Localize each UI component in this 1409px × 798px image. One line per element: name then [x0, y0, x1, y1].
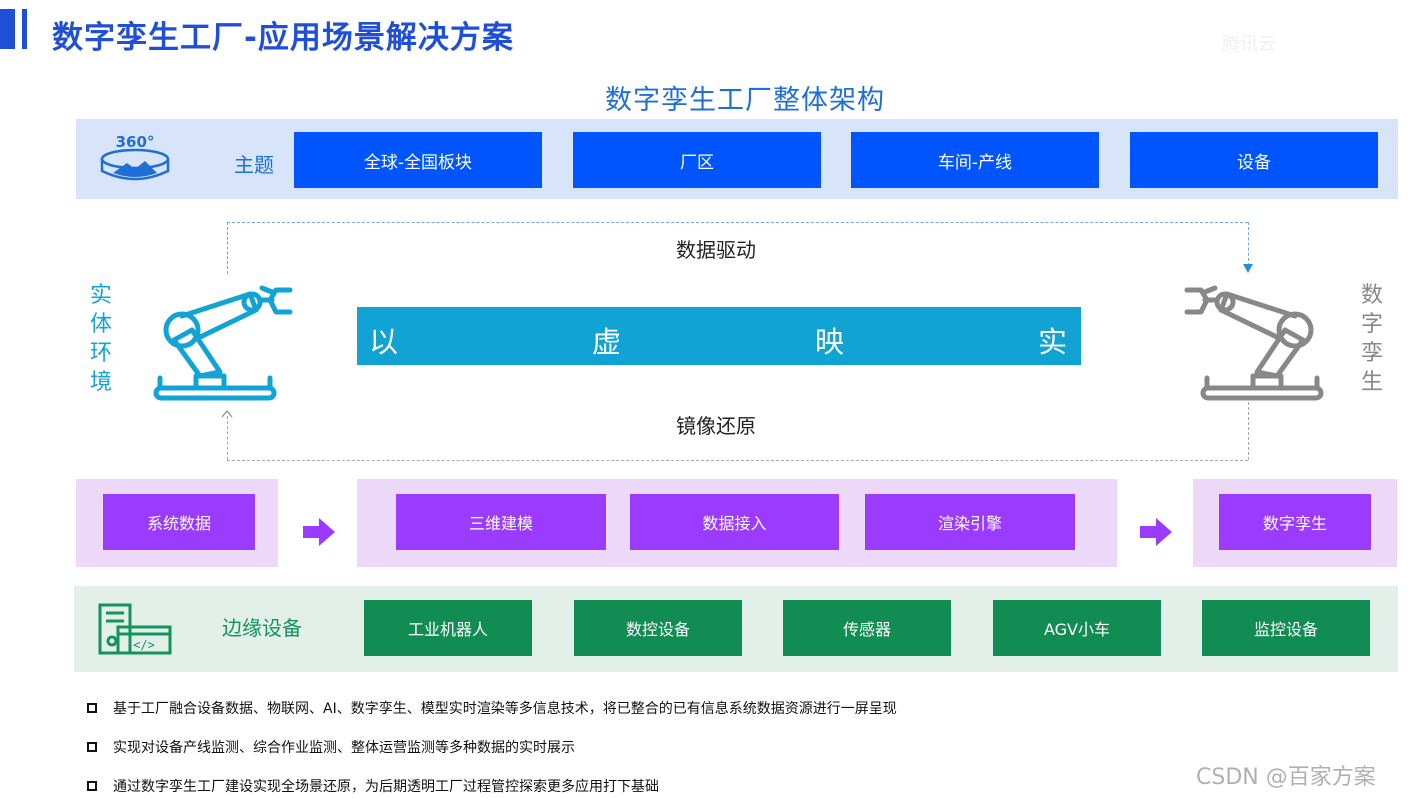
robot-arm-icon [152, 280, 297, 404]
theme-item-workshop[interactable]: 车间-产线 [851, 132, 1099, 188]
mirror-line-right [1248, 402, 1249, 460]
mirror-restore-label: 镜像还原 [676, 414, 756, 438]
virtual-reflect-real-banner: 以 虚 映 实 [357, 307, 1081, 365]
system-data-button[interactable]: 系统数据 [103, 494, 255, 550]
device-agv[interactable]: AGV小车 [993, 600, 1161, 656]
digital-twin-vertical-label: 数 字 孪 生 [1360, 283, 1383, 395]
arrow-up-icon [221, 407, 233, 419]
bullet-item: 通过数字孪生工厂建设实现全场景还原，为后期透明工厂过程管控探索更多应用打下基础 [87, 776, 659, 796]
robot-arm-twin-icon [1180, 280, 1325, 404]
device-cnc[interactable]: 数控设备 [574, 600, 742, 656]
banner-char-4: 实 [1038, 325, 1068, 359]
checkbox-square-icon [87, 742, 97, 752]
device-industrial-robot[interactable]: 工业机器人 [364, 600, 532, 656]
watermark-top: 腾讯云 [1222, 34, 1276, 55]
physical-environment-label: 实 体 环 境 [89, 283, 112, 395]
3d-modeling-button[interactable]: 三维建模 [396, 494, 606, 550]
mirror-line [227, 460, 1248, 461]
page-title: 数字孪生工厂-应用场景解决方案 [52, 20, 514, 56]
theme-item-device[interactable]: 设备 [1130, 132, 1378, 188]
banner-char-1: 以 [369, 325, 399, 359]
render-engine-button[interactable]: 渲染引擎 [865, 494, 1075, 550]
diagram-title: 数字孪生工厂整体架构 [605, 85, 885, 116]
theme-label: 主题 [234, 153, 274, 177]
arrow-down-icon [1243, 264, 1253, 273]
theme-item-global[interactable]: 全球-全国板块 [294, 132, 542, 188]
theme-item-factory[interactable]: 厂区 [573, 132, 821, 188]
device-sensor[interactable]: 传感器 [783, 600, 951, 656]
data-drive-line-right [1248, 222, 1249, 266]
data-drive-line [227, 222, 1248, 223]
panorama-360-icon: 360° [99, 131, 171, 183]
arrow-right-icon [1140, 518, 1172, 546]
checkbox-square-icon [87, 703, 97, 713]
watermark-bottom: CSDN @百家方案 [1196, 765, 1376, 790]
svg-text:</>: </> [133, 638, 155, 652]
checkbox-square-icon [87, 781, 97, 791]
bullet-item: 基于工厂融合设备数据、物联网、AI、数字孪生、模型实时渲染等多信息技术，将已整合… [87, 698, 897, 718]
banner-char-3: 映 [815, 325, 845, 359]
bullet-item: 实现对设备产线监测、综合作业监测、整体运营监测等多种数据的实时展示 [87, 737, 575, 757]
data-drive-line-left [227, 222, 228, 274]
data-drive-label: 数据驱动 [676, 238, 756, 262]
digital-twin-button[interactable]: 数字孪生 [1219, 494, 1371, 550]
mirror-line-left [227, 416, 228, 460]
device-monitor[interactable]: 监控设备 [1202, 600, 1370, 656]
title-accent-bar [0, 9, 15, 49]
edge-device-label: 边缘设备 [222, 616, 302, 640]
panorama-360-text: 360° [116, 133, 155, 151]
title-accent-bar-thin [22, 9, 27, 49]
banner-char-2: 虚 [592, 325, 622, 359]
edge-device-icon: </> [98, 603, 172, 655]
data-access-button[interactable]: 数据接入 [630, 494, 839, 550]
arrow-right-icon [303, 518, 335, 546]
